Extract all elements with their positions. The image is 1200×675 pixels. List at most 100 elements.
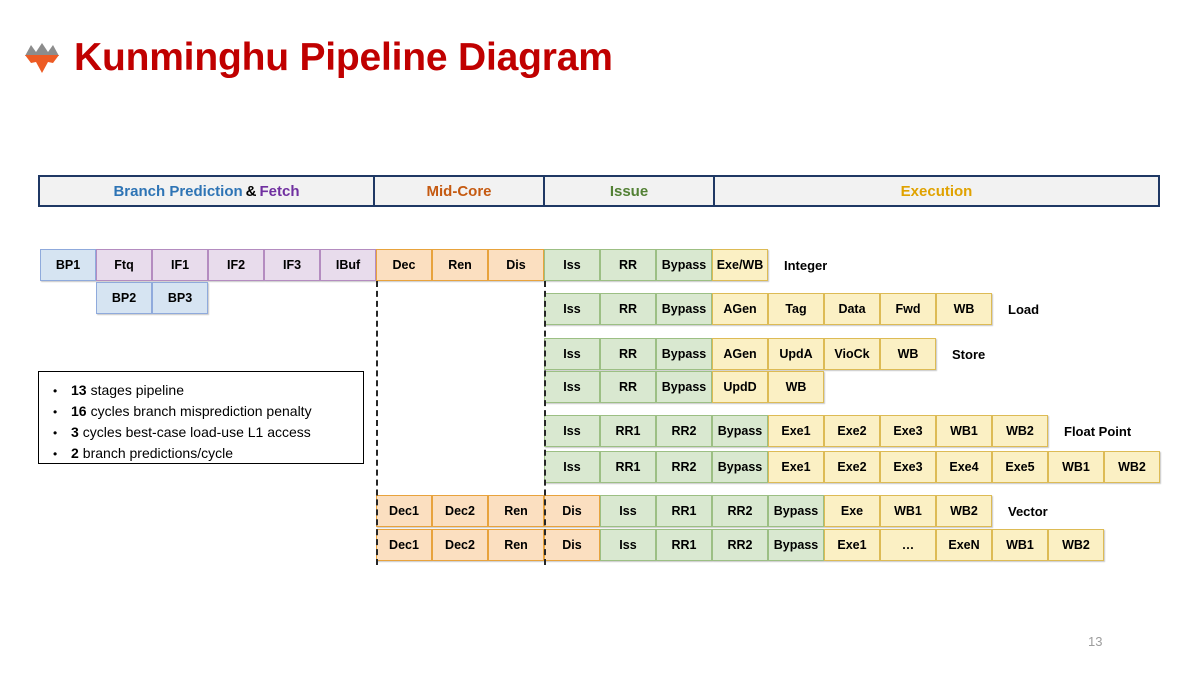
pipeline-stage-cell[interactable]: Dec1 xyxy=(376,495,432,527)
pipeline-stage-cell[interactable]: Dec2 xyxy=(432,495,488,527)
pipeline-stage-cell[interactable]: Iss xyxy=(600,495,656,527)
pipeline-stage-cell[interactable]: WB1 xyxy=(1048,451,1104,483)
pipeline-stage-cell[interactable]: Dec xyxy=(376,249,432,281)
pipeline-stage-cell[interactable]: WB xyxy=(768,371,824,403)
pipeline-stage-cell[interactable]: RR xyxy=(600,338,656,370)
pipeline-stage-cell[interactable]: WB xyxy=(880,338,936,370)
pipeline-stage-cell[interactable]: RR2 xyxy=(656,415,712,447)
pipeline-stage-cell[interactable]: Exe4 xyxy=(936,451,992,483)
pipeline-stage-cell[interactable]: WB2 xyxy=(1104,451,1160,483)
fact-text: branch predictions/cycle xyxy=(82,445,233,461)
pipeline-stage-cell[interactable]: Dec1 xyxy=(376,529,432,561)
pipeline-stage-cell[interactable]: Ftq xyxy=(96,249,152,281)
pipeline-stage-cell[interactable]: Bypass xyxy=(656,371,712,403)
stage-header-issue: Issue xyxy=(543,177,713,205)
pipeline-stage-cell[interactable]: RR xyxy=(600,293,656,325)
pipeline-stage-cell[interactable]: Exe3 xyxy=(880,451,936,483)
fact-text: stages pipeline xyxy=(90,382,184,398)
pipeline-stage-cell[interactable]: Exe1 xyxy=(768,451,824,483)
pipeline-stage-cell[interactable]: … xyxy=(880,529,936,561)
pipeline-stage-cell[interactable]: RR1 xyxy=(600,415,656,447)
pipeline-stage-cell[interactable]: Iss xyxy=(544,451,600,483)
pipeline-stage-cell[interactable]: Iss xyxy=(544,249,600,281)
pipeline-stage-cell[interactable]: Iss xyxy=(544,338,600,370)
stage-label-fetch: Fetch xyxy=(259,182,300,200)
pipeline-stage-cell[interactable]: Exe1 xyxy=(768,415,824,447)
pipeline-stage-cell[interactable]: Dis xyxy=(544,529,600,561)
stage-header-bar: Branch Prediction & Fetch Mid-Core Issue… xyxy=(38,175,1160,207)
pipeline-stage-cell[interactable]: WB2 xyxy=(936,495,992,527)
pipeline-row-label-vector-short: Vector xyxy=(1008,503,1048,519)
pipeline-stage-cell[interactable]: VioCk xyxy=(824,338,880,370)
pipeline-stage-cell[interactable]: Exe2 xyxy=(824,415,880,447)
pipeline-stage-cell[interactable]: Iss xyxy=(544,371,600,403)
pipeline-stage-cell[interactable]: RR xyxy=(600,371,656,403)
pipeline-stage-cell[interactable]: Dis xyxy=(488,249,544,281)
pipeline-stage-cell[interactable]: Bypass xyxy=(656,249,712,281)
pipeline-stage-cell[interactable]: Tag xyxy=(768,293,824,325)
pipeline-row-label-float-point-short: Float Point xyxy=(1064,423,1132,439)
pipeline-stage-cell[interactable]: WB2 xyxy=(1048,529,1104,561)
pipeline-stage-cell[interactable]: Ren xyxy=(488,495,544,527)
pipeline-stage-cell[interactable]: RR2 xyxy=(712,495,768,527)
pipeline-stage-cell[interactable]: BP3 xyxy=(152,282,208,314)
pipeline-stage-cell[interactable]: AGen xyxy=(712,293,768,325)
pipeline-stage-cell[interactable]: RR1 xyxy=(656,529,712,561)
pipeline-stage-cell[interactable]: Exe5 xyxy=(992,451,1048,483)
pipeline-stage-cell[interactable]: WB1 xyxy=(880,495,936,527)
fact-text: cycles best-case load-use L1 access xyxy=(82,424,311,440)
pipeline-row-label-store-addr: Store xyxy=(952,346,986,362)
pipeline-stage-cell[interactable]: RR xyxy=(600,249,656,281)
pipeline-stage-cell[interactable]: BP2 xyxy=(96,282,152,314)
pipeline-stage-cell[interactable]: Iss xyxy=(600,529,656,561)
pipeline-stage-cell[interactable]: IBuf xyxy=(320,249,376,281)
pipeline-stage-cell[interactable]: WB1 xyxy=(936,415,992,447)
pipeline-stage-cell[interactable]: Fwd xyxy=(880,293,936,325)
pipeline-stage-cell[interactable]: Iss xyxy=(544,415,600,447)
pipeline-stage-cell[interactable]: Exe/WB xyxy=(712,249,768,281)
pipeline-stage-cell[interactable]: Bypass xyxy=(656,338,712,370)
pipeline-stage-cell[interactable]: Ren xyxy=(432,249,488,281)
pipeline-stage-cell[interactable]: Data xyxy=(824,293,880,325)
pipeline-stage-cell[interactable]: IF2 xyxy=(208,249,264,281)
pipeline-stage-cell[interactable]: Bypass xyxy=(712,451,768,483)
pipeline-stage-cell[interactable]: Ren xyxy=(488,529,544,561)
pipeline-stage-cell[interactable]: Dis xyxy=(544,495,600,527)
pipeline-stage-cell[interactable]: Bypass xyxy=(768,529,824,561)
pipeline-stage-cell[interactable]: UpdD xyxy=(712,371,768,403)
fact-number: 3 xyxy=(71,424,79,440)
pipeline-stage-cell[interactable]: RR1 xyxy=(656,495,712,527)
pipeline-stage-cell[interactable]: WB2 xyxy=(992,415,1048,447)
pipeline-stage-cell[interactable]: Exe2 xyxy=(824,451,880,483)
pipeline-stage-cell[interactable]: Exe xyxy=(824,495,880,527)
fact-text: cycles branch misprediction penalty xyxy=(90,403,312,419)
pipeline-stage-cell[interactable]: UpdA xyxy=(768,338,824,370)
pipeline-stage-cell[interactable]: ExeN xyxy=(936,529,992,561)
pipeline-stage-cell[interactable]: Exe1 xyxy=(824,529,880,561)
stage-header-execution: Execution xyxy=(713,177,1158,205)
stage-header-branch-prediction-fetch: Branch Prediction & Fetch xyxy=(40,177,373,205)
pipeline-stage-cell[interactable]: IF3 xyxy=(264,249,320,281)
pipeline-stage-cell[interactable]: Exe3 xyxy=(880,415,936,447)
pipeline-stage-cell[interactable]: WB1 xyxy=(992,529,1048,561)
pipeline-stage-cell[interactable]: Bypass xyxy=(656,293,712,325)
pipeline-stage-cell[interactable]: RR2 xyxy=(656,451,712,483)
bullet-icon: • xyxy=(53,447,58,461)
pipeline-stage-cell[interactable]: BP1 xyxy=(40,249,96,281)
pipeline-stage-cell[interactable]: AGen xyxy=(712,338,768,370)
pipeline-stage-cell[interactable]: Dec2 xyxy=(432,529,488,561)
pipeline-stage-cell[interactable]: Bypass xyxy=(768,495,824,527)
pipeline-stage-cell[interactable]: RR2 xyxy=(712,529,768,561)
pipeline-stage-cell[interactable]: Bypass xyxy=(712,415,768,447)
pipeline-stage-cell[interactable]: IF1 xyxy=(152,249,208,281)
pipeline-stage-cell[interactable]: Iss xyxy=(544,293,600,325)
pipeline-stage-cell[interactable]: RR1 xyxy=(600,451,656,483)
pipeline-stage-cell[interactable]: WB xyxy=(936,293,992,325)
